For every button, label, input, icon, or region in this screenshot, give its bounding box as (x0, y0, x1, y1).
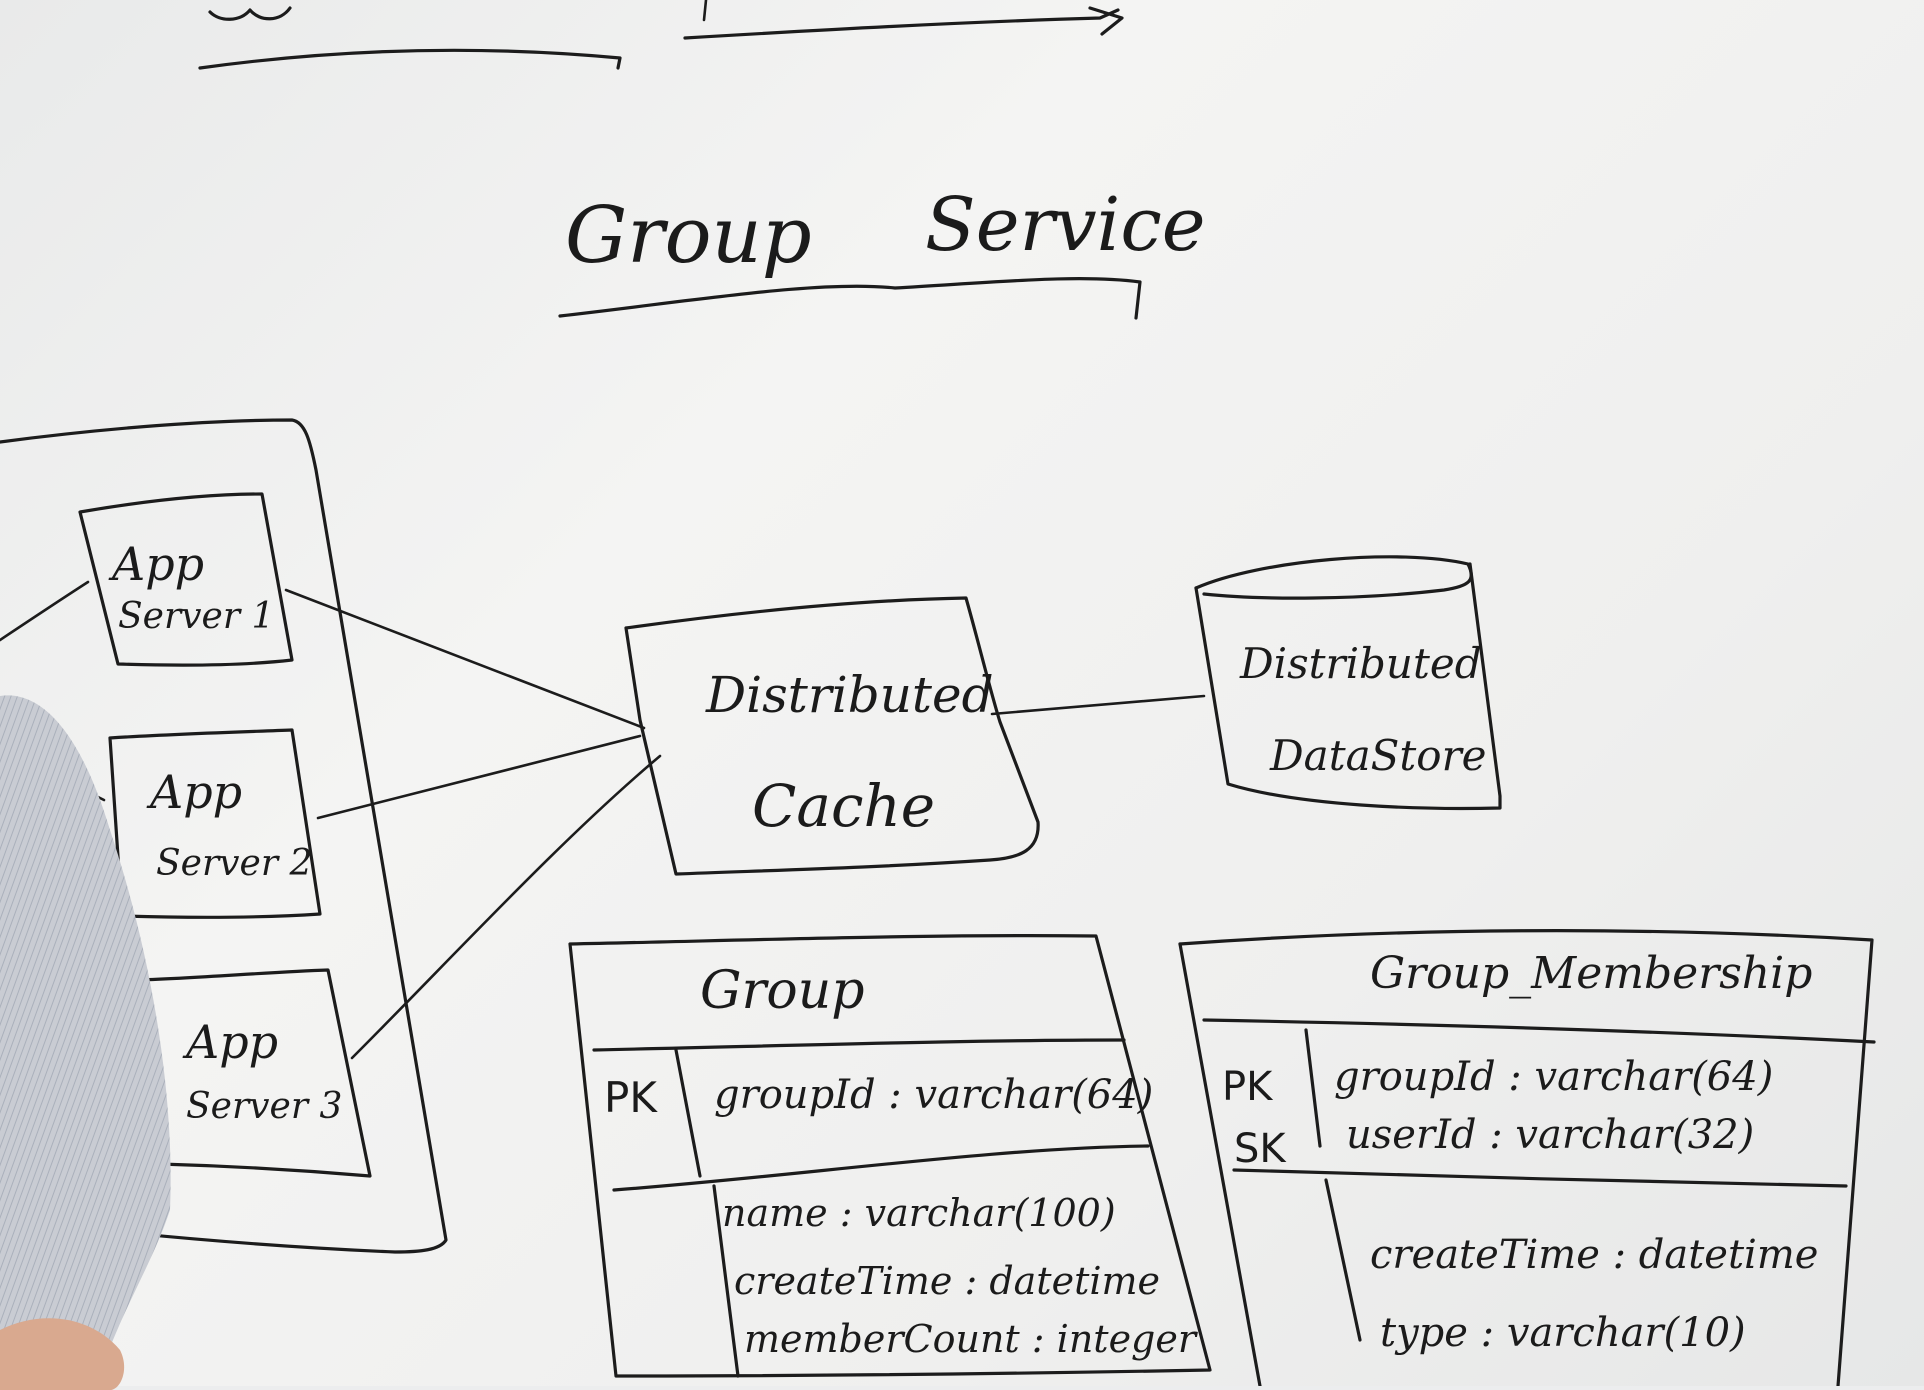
membership-table-key-field-1: groupId : varchar(64) (1334, 1054, 1773, 1100)
app-server-2: App Server 2 (108, 728, 322, 919)
title-underline (558, 277, 1142, 320)
app-server-2-line2: Server 2 (156, 843, 312, 884)
app-server-group-box (0, 418, 448, 1254)
datastore-line1: Distributed (1239, 639, 1482, 688)
app-server-1-line2: Server 1 (118, 596, 274, 637)
membership-table-key-field-2: userId : varchar(32) (1346, 1112, 1754, 1158)
membership-table-pk-label: PK (1222, 1064, 1274, 1110)
server-to-cache-lines (284, 588, 662, 1060)
membership-table-sk-label: SK (1234, 1126, 1287, 1172)
title-word-group: Group (565, 191, 812, 281)
app-server-3-line2: Server 3 (186, 1086, 342, 1127)
title: Group Service (558, 182, 1206, 320)
membership-table-field-2: type : varchar(10) (1380, 1310, 1746, 1356)
membership-table-title: Group_Membership (1370, 948, 1812, 999)
group-table-field-3: memberCount : integer (744, 1317, 1199, 1361)
distributed-cache: Distributed Cache (624, 596, 1040, 876)
app-server-2-line1: App (146, 765, 242, 819)
app-server-1-line1: App (108, 537, 204, 591)
group-table-field-2: createTime : datetime (734, 1259, 1160, 1303)
app-server-3-line1: App (182, 1015, 278, 1069)
group-table: Group PK groupId : varchar(64) name : va… (568, 934, 1212, 1378)
datastore-line2: DataStore (1269, 731, 1487, 780)
membership-table-field-1: createTime : datetime (1370, 1232, 1818, 1278)
group-table-key-field: groupId : varchar(64) (714, 1072, 1153, 1118)
app-server-1: App Server 1 (78, 492, 294, 667)
presenter-partial (0, 695, 171, 1390)
cache-line2: Cache (752, 772, 935, 840)
title-word-service: Service (925, 182, 1206, 268)
top-remnant-strokes (198, 0, 1124, 70)
group-table-title: Group (700, 961, 864, 1021)
cache-to-datastore-line (990, 694, 1206, 716)
group-table-field-1: name : varchar(100) (722, 1191, 1116, 1235)
group-membership-table: Group_Membership PK SK groupId : varchar… (1178, 929, 1876, 1386)
distributed-datastore: Distributed DataStore (1194, 555, 1502, 811)
cache-line1: Distributed (705, 666, 994, 724)
group-table-pk-label: PK (604, 1073, 658, 1122)
app-server-3: App Server 3 (138, 968, 372, 1178)
